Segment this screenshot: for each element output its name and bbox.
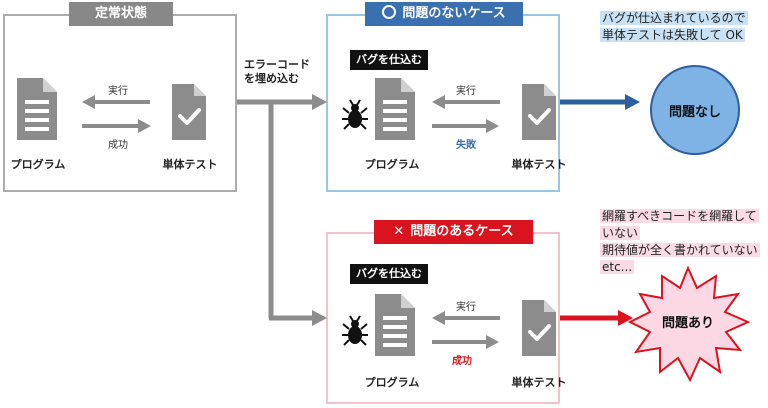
bug-icon — [341, 315, 369, 346]
ng-run-label: 実行 — [456, 302, 476, 313]
ok-outcome-circle: 問題なし — [650, 65, 740, 155]
ng-result-label: 成功 — [452, 356, 472, 367]
inject-label-line-1: エラーコード — [244, 58, 310, 71]
fail-arrow — [432, 119, 499, 133]
ok-bug-tag: バグを仕込む — [350, 50, 428, 70]
ng-case-note: 網羅すべきコードを網羅して いない 期待値が全く書かれていない etc... — [600, 208, 760, 276]
ng-note-line-2: いない — [600, 226, 641, 240]
ng-case-title: ✕ 問題のあるケース — [374, 220, 533, 244]
program-file-icon — [17, 78, 57, 140]
normal-run-label: 実行 — [108, 86, 128, 97]
ok-run-label: 実行 — [456, 86, 476, 97]
problem-burst-shape — [627, 265, 751, 383]
success-arrow — [82, 119, 151, 133]
ok-program-label: プログラム — [364, 158, 420, 171]
program-file-icon — [375, 294, 415, 356]
program-file-icon — [375, 78, 415, 140]
ok-case-note: バグが仕込まれているので 単体テストは失敗して OK — [600, 10, 748, 44]
inject-label-line-2: を埋め込む — [244, 72, 299, 85]
unit-test-file-icon — [520, 298, 558, 358]
ng-note-line-1: 網羅すべきコードを網羅して — [600, 209, 759, 223]
ok-result-label: 失敗 — [456, 140, 476, 151]
run-arrow — [432, 311, 500, 325]
ng-note-line-4: etc... — [600, 260, 635, 274]
normal-success-label: 成功 — [108, 140, 128, 151]
ng-note-line-3: 期待値が全く書かれていない — [600, 243, 760, 257]
unit-test-file-icon — [170, 82, 208, 142]
ng-case-title-text: 問題のあるケース — [410, 224, 514, 239]
run-arrow — [432, 95, 500, 109]
ng-program-label: プログラム — [364, 376, 420, 389]
ng-outcome-label: 問題あり — [661, 316, 714, 331]
run-arrow — [82, 95, 150, 109]
normal-program-label: プログラム — [10, 158, 66, 171]
inject-arrows — [237, 94, 327, 326]
ng-unit-test-label: 単体テスト — [511, 376, 567, 389]
normal-unit-test-label: 単体テスト — [162, 158, 218, 171]
ok-case-title-text: 問題のないケース — [402, 6, 506, 21]
circle-mark-icon — [382, 5, 397, 19]
ok-case-title: 問題のないケース — [365, 2, 523, 26]
success-arrow — [432, 335, 499, 349]
normal-state-title: 定常状態 — [69, 2, 173, 26]
ok-outcome-arrow — [560, 94, 640, 110]
unit-test-file-icon — [520, 82, 558, 142]
ng-bug-tag: バグを仕込む — [350, 264, 428, 284]
bug-icon — [341, 99, 369, 130]
ok-unit-test-label: 単体テスト — [511, 158, 567, 171]
ok-outcome-label: 問題なし — [668, 104, 721, 120]
ok-note-line-1: バグが仕込まれているので — [600, 11, 748, 25]
cross-mark-icon: ✕ — [393, 224, 405, 239]
ng-outcome-arrow — [560, 310, 633, 326]
ok-note-line-2: 単体テストは失敗して OK — [600, 28, 745, 42]
